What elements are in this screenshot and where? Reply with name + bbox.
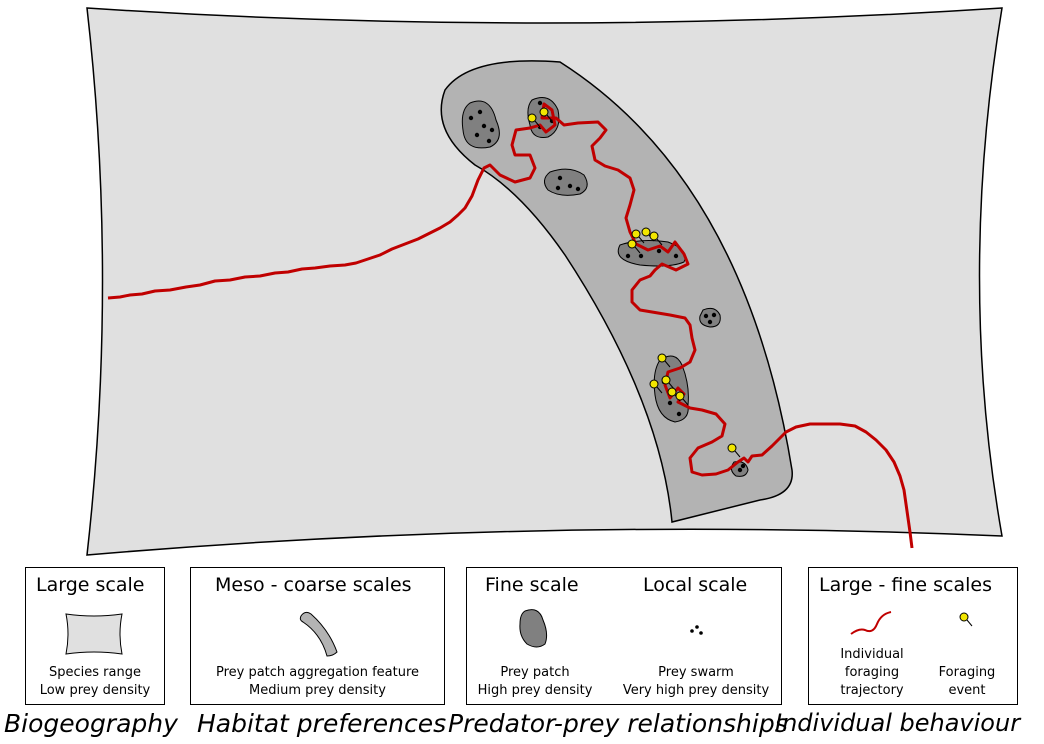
legend-large-title: Large scale xyxy=(36,574,145,596)
legend-meso-title: Meso - coarse scales xyxy=(215,574,412,596)
foraging-pin-icon xyxy=(631,229,645,244)
foraging-pin-icon xyxy=(527,113,541,128)
category-predator: Predator-prey relationships xyxy=(448,709,788,738)
legend-fine-local-scale: Fine scale Local scale Prey patch High p… xyxy=(466,567,782,705)
legend-meso-line2: Medium prey density xyxy=(249,683,386,698)
legend-fine-desc: Prey patch High prey density xyxy=(467,664,603,700)
category-behaviour: Individual behaviour xyxy=(775,709,1021,737)
foraging-pin-icon xyxy=(675,391,689,406)
category-habitat: Habitat preferences xyxy=(197,709,447,738)
legend-fine-line1: Prey patch xyxy=(500,665,570,680)
legend-event-line2: event xyxy=(948,683,986,698)
prey-patch-icon xyxy=(519,609,548,648)
foraging-pin-icon xyxy=(649,379,663,394)
foraging-scales-map xyxy=(86,7,1003,556)
foraging-pin-icon xyxy=(649,231,663,246)
legend-fine-title: Fine scale xyxy=(485,574,579,596)
foraging-events xyxy=(527,107,741,458)
legend-large-desc: Species range Low prey density xyxy=(26,664,164,700)
legend-trajectory-desc: Individual foraging trajectory xyxy=(827,646,917,700)
prey-swarm-icon xyxy=(690,625,703,635)
legend-local-title: Local scale xyxy=(643,574,748,596)
foraging-pin-icon xyxy=(539,107,553,122)
legend-local-desc: Prey swarm Very high prey density xyxy=(613,664,779,700)
legend-large-fine-scale: Large - fine scales Individual foraging … xyxy=(808,567,1018,705)
legend-fine-line2: High prey density xyxy=(477,683,593,698)
prey-patch xyxy=(544,168,588,196)
legend-event-line1: Foraging xyxy=(938,665,996,680)
legend-event-desc: Foraging event xyxy=(927,664,1007,700)
legend-local-line1: Prey swarm xyxy=(658,665,734,680)
legend-largefine-title: Large - fine scales xyxy=(819,574,992,596)
legend-trajectory-line3: trajectory xyxy=(840,683,904,698)
legend-meso-scale: Meso - coarse scales Prey patch aggregat… xyxy=(190,567,445,705)
prey-patch xyxy=(461,100,500,149)
category-biogeography: Biogeography xyxy=(4,709,178,738)
foraging-pin-icon xyxy=(627,239,641,254)
legend-large-line2: Low prey density xyxy=(39,683,151,698)
legend-large-line1: Species range xyxy=(49,665,141,680)
prey-patch xyxy=(699,307,721,328)
legend-meso-line1: Prey patch aggregation feature xyxy=(215,665,420,680)
legend-large-scale: Large scale Species range Low prey densi… xyxy=(25,567,165,705)
aggregation-feature-icon xyxy=(299,611,338,657)
foraging-pin-icon xyxy=(727,443,741,458)
legend-trajectory-line2: foraging xyxy=(844,665,900,680)
foraging-pin-icon xyxy=(959,612,973,627)
trajectory-icon xyxy=(850,611,892,635)
legend-local-line2: Very high prey density xyxy=(622,683,770,698)
legend-meso-desc: Prey patch aggregation feature Medium pr… xyxy=(191,664,444,700)
foraging-pin-icon xyxy=(641,227,655,242)
species-range-icon xyxy=(65,613,123,655)
foraging-pin-icon xyxy=(657,353,671,368)
foraging-pin-icon xyxy=(661,375,675,390)
legend-trajectory-line1: Individual xyxy=(840,647,904,662)
aggregation-feature xyxy=(440,60,793,523)
